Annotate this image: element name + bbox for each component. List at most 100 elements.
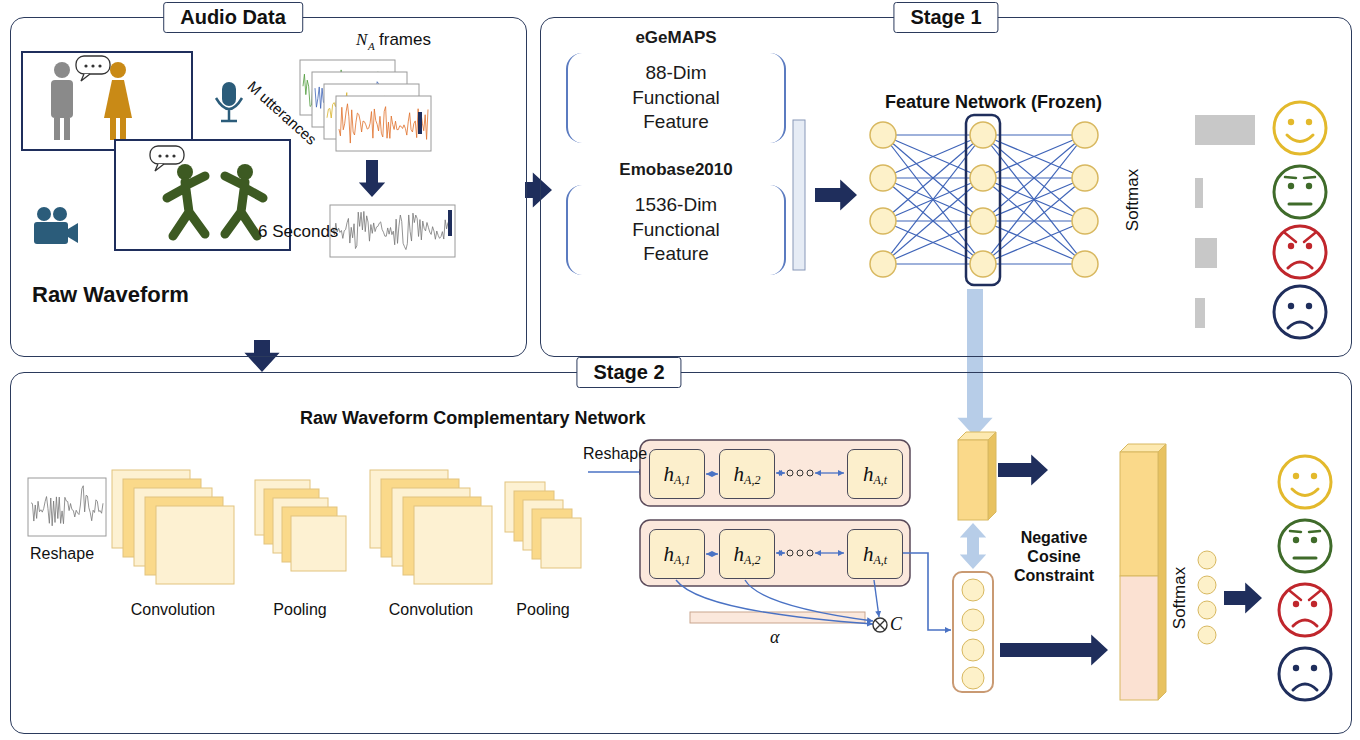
input-caption: Raw Waveform bbox=[32, 282, 189, 308]
feature-network bbox=[870, 251, 896, 277]
complementary-network bbox=[1000, 635, 1108, 666]
complementary-network bbox=[31, 486, 103, 526]
emotion-face bbox=[1306, 243, 1312, 249]
emotion-face bbox=[1311, 473, 1317, 479]
state-index: A,1 bbox=[674, 473, 690, 488]
complementary-network bbox=[787, 550, 793, 556]
complementary-network bbox=[156, 506, 234, 584]
feature-network bbox=[983, 135, 1085, 221]
context-symbol: C bbox=[890, 614, 902, 636]
audio-illustration bbox=[333, 211, 448, 249]
complementary-network bbox=[776, 552, 785, 553]
feature-network bbox=[883, 221, 983, 264]
emotion-face bbox=[1293, 665, 1299, 671]
state-index: A,t bbox=[873, 473, 887, 488]
emotion-face bbox=[1279, 456, 1331, 508]
complementary-network bbox=[807, 470, 813, 476]
emotion-face bbox=[1288, 183, 1294, 189]
emotion-face bbox=[1311, 601, 1317, 607]
feature-network bbox=[815, 180, 857, 211]
stage-panel: Stage 1eGeMAPS88-Dim Functional FeatureE… bbox=[540, 17, 1352, 357]
complementary-network bbox=[962, 609, 984, 631]
feature-network bbox=[983, 135, 1085, 264]
hidden-state: hA,t bbox=[847, 529, 903, 579]
complementary-network bbox=[807, 550, 813, 556]
op-caption: Reshape bbox=[583, 444, 647, 463]
feature-network bbox=[1072, 122, 1098, 148]
audio-illustration bbox=[158, 154, 161, 157]
emotion-face bbox=[1288, 119, 1294, 125]
complementary-network bbox=[960, 523, 986, 569]
feature-network bbox=[983, 135, 1085, 221]
state-symbol: h bbox=[863, 462, 874, 487]
state-index: A,1 bbox=[674, 553, 690, 568]
feature-set-name: eGeMAPS bbox=[566, 27, 786, 49]
complementary-network bbox=[1198, 626, 1216, 644]
feature-network bbox=[883, 263, 983, 264]
audio-illustration bbox=[37, 207, 51, 221]
emotion-face bbox=[1287, 135, 1313, 142]
feature-network bbox=[983, 134, 1085, 135]
emotion-face bbox=[1293, 684, 1317, 690]
feature-set: Emobase2010 1536-Dim Functional Feature bbox=[566, 159, 786, 275]
audio-illustration bbox=[81, 74, 90, 81]
audio-illustration bbox=[150, 146, 184, 164]
emotion-face bbox=[1279, 648, 1331, 700]
feature-network bbox=[1195, 115, 1255, 145]
hidden-state: hA,t bbox=[847, 449, 903, 499]
flow-arrow bbox=[525, 172, 552, 207]
complementary-network bbox=[962, 639, 984, 661]
emotion-face bbox=[1279, 584, 1331, 636]
utterance-caption: M utterances bbox=[244, 77, 320, 148]
feature-network bbox=[1195, 238, 1217, 268]
complementary-network bbox=[962, 667, 984, 689]
feature-network bbox=[883, 178, 983, 264]
feature-network bbox=[983, 135, 1085, 178]
audio-illustration bbox=[22, 52, 455, 257]
emotion-face bbox=[1289, 203, 1311, 206]
state-symbol: h bbox=[734, 462, 745, 487]
feature-network bbox=[883, 135, 983, 178]
complementary-network bbox=[1120, 452, 1158, 576]
complementary-network bbox=[958, 440, 988, 520]
emotion-face bbox=[1306, 183, 1312, 189]
audio-illustration bbox=[68, 223, 78, 243]
complementary-network bbox=[874, 580, 879, 617]
audio-panel: Audio Data bbox=[10, 17, 527, 357]
emotion-face bbox=[1288, 262, 1312, 268]
feature-set-name: Emobase2010 bbox=[566, 159, 786, 181]
complementary-network bbox=[541, 518, 581, 568]
emotion-face bbox=[1288, 243, 1294, 249]
feature-network bbox=[883, 135, 983, 178]
layer-caption: Pooling bbox=[273, 600, 326, 619]
emotion-face bbox=[1290, 531, 1320, 532]
feature-set: eGeMAPS88-Dim Functional Feature bbox=[566, 27, 786, 143]
feature-network bbox=[883, 135, 983, 264]
audio-illustration bbox=[110, 62, 126, 78]
state-symbol: h bbox=[664, 462, 675, 487]
complementary-network bbox=[776, 472, 785, 473]
audio-illustration bbox=[76, 56, 110, 74]
complementary-network bbox=[1198, 551, 1216, 569]
complementary-network bbox=[28, 478, 106, 536]
feature-network bbox=[983, 221, 1085, 264]
emotion-face bbox=[1293, 601, 1299, 607]
feature-dimension: 1536-Dim Functional Feature bbox=[566, 185, 786, 275]
flow-arrow bbox=[957, 289, 992, 437]
emotion-face bbox=[1274, 102, 1326, 338]
emotion-face bbox=[1293, 620, 1317, 626]
complementary-network bbox=[414, 506, 492, 584]
audio-illustration bbox=[98, 64, 101, 67]
layer-caption: Pooling bbox=[516, 600, 569, 619]
complementary-network bbox=[28, 432, 1262, 700]
emotion-face bbox=[1292, 489, 1318, 496]
complementary-network bbox=[1198, 576, 1216, 594]
frame-symbol: N bbox=[356, 30, 367, 50]
audio-illustration bbox=[91, 64, 94, 67]
audio-illustration bbox=[51, 80, 73, 118]
feature-network bbox=[983, 263, 1085, 264]
emotion-face bbox=[1288, 303, 1294, 309]
